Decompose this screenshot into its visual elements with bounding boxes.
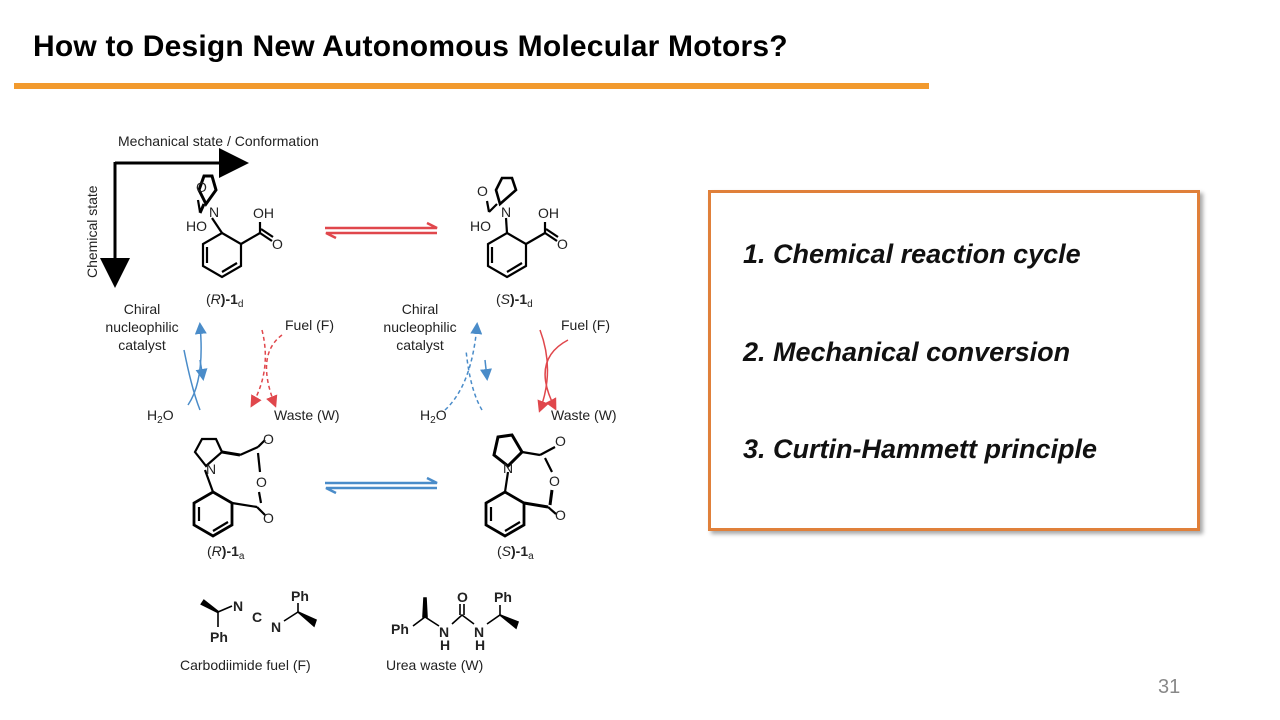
urea-atoms: Ph N H O N H Ph [391,589,512,653]
atom-ho: HO [470,218,491,234]
atom-o: O [555,507,566,523]
right-hydrolysis-arrows [444,322,492,411]
svg-text:N: N [474,624,484,640]
title-underline [14,83,929,89]
waste-label-left: Waste (W) [274,407,340,423]
s-diacid-label: (S)-1d [496,291,533,310]
svg-text:H: H [440,637,450,653]
page-number: 31 [1158,676,1181,698]
atom-o: O [263,431,274,447]
atom-o: O [263,510,274,526]
key-point-3: 3. Curtin-Hammett principle [743,434,1098,464]
s-anhydride-label: (S)-1a [497,543,534,562]
atom-o: O [557,236,568,252]
anhydride-equilibrium-arrows [325,476,438,495]
carbodiimide-molecule [200,599,317,628]
x-axis-label: Mechanical state / Conformation [118,133,319,149]
svg-text:Ph: Ph [291,588,309,604]
atom-n: N [501,204,511,220]
y-axis-label: Chemical state [84,185,100,278]
atom-n: N [206,461,216,477]
waste-label-right: Waste (W) [551,407,617,423]
key-point-1: 1. Chemical reaction cycle [743,239,1081,269]
water-label-left: H2O [147,407,174,426]
atom-o: O [256,474,267,490]
atom-ho: HO [186,218,207,234]
key-points-box: 1. Chemical reaction cycle 2. Mechanical… [708,190,1200,531]
left-fuel-arrows [250,329,283,408]
fuel-label-right: Fuel (F) [561,317,610,333]
r-diacid-molecule [196,174,274,279]
svg-text:Ph: Ph [391,621,409,637]
reaction-scheme: Mechanical state / Conformation Chemical… [84,133,617,673]
svg-text:C: C [252,609,262,625]
r-anhydride-molecule [192,437,266,538]
atom-o: O [196,179,207,195]
right-fuel-arrows [537,329,569,413]
urea-molecule [412,597,519,630]
atom-oh: OH [253,205,274,221]
r-anhydride-label: (R)-1a [207,543,245,562]
fuel-caption: Carbodiimide fuel (F) [180,657,311,673]
waste-caption: Urea waste (W) [386,657,483,673]
svg-text:N: N [271,619,281,635]
svg-text:Ph: Ph [494,589,512,605]
atom-n: N [503,460,513,476]
atom-o: O [555,433,566,449]
atom-oh: OH [538,205,559,221]
svg-text:H: H [475,637,485,653]
fuel-label-left: Fuel (F) [285,317,334,333]
atom-o: O [272,236,283,252]
axes: Mechanical state / Conformation Chemical… [84,133,319,288]
slide-title: How to Design New Autonomous Molecular M… [33,30,788,63]
r-diacid-label: (R)-1d [206,291,243,310]
s-anhydride-molecule [484,433,557,538]
water-label-right: H2O [420,407,447,426]
svg-text:Ph: Ph [210,629,228,645]
left-hydrolysis-arrows [183,322,208,411]
atom-n: N [209,204,219,220]
atom-o: O [549,473,560,489]
atom-o: O [477,183,488,199]
svg-text:N: N [233,598,243,614]
diacid-equilibrium-arrows [325,221,438,240]
carbodiimide-atoms: N C N Ph Ph [210,588,309,645]
key-point-2: 2. Mechanical conversion [743,337,1071,367]
svg-text:O: O [457,589,468,605]
svg-text:N: N [439,624,449,640]
s-diacid-molecule [485,176,559,279]
